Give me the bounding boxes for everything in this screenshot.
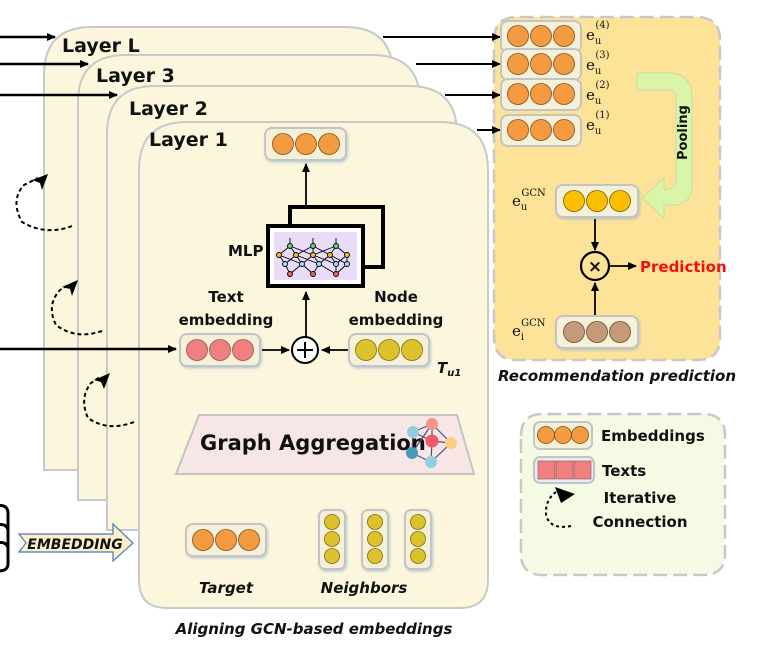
embedding-arrow-label: EMBEDDING	[27, 537, 122, 553]
user-gcn-embedding	[555, 184, 639, 218]
legend-item-iterative: Iterative Connection	[544, 487, 688, 531]
main-caption: Aligning GCN-based embeddings	[175, 620, 453, 638]
embedding-node	[215, 529, 237, 551]
graph-icon	[406, 418, 457, 468]
mlp-block	[266, 205, 385, 288]
node-embedding	[348, 333, 430, 367]
text-node	[232, 339, 254, 361]
text-embedding-label-line2: embedding	[179, 311, 274, 329]
eu1-label: eu(1)	[586, 110, 610, 137]
text-node	[186, 339, 208, 361]
eu2-label: eu(2)	[586, 80, 610, 107]
node-node	[401, 339, 423, 361]
embedding-node	[238, 529, 260, 551]
legend-item-embeddings: Embeddings	[533, 421, 705, 450]
layer-embedding	[500, 20, 582, 53]
prediction-panel-caption: Recommendation prediction	[498, 367, 736, 385]
sum-operator-icon	[291, 336, 319, 364]
legend-item-texts: Texts	[533, 456, 646, 484]
target-embedding	[185, 523, 267, 557]
node-embedding-label-line2: embedding	[349, 311, 444, 329]
eu3-label: eu(3)	[586, 50, 610, 77]
tu1-label: Tu1	[437, 359, 461, 379]
iterative-connections	[15, 174, 135, 428]
neighbor-embedding	[318, 509, 346, 570]
embedding-node	[192, 529, 214, 551]
eu4-label: eu(4)	[586, 20, 610, 47]
item-gcn-embedding	[555, 315, 639, 349]
pooling-arrow: Pooling	[636, 72, 693, 220]
layer-label-L: Layer L	[62, 35, 140, 57]
layer-embedding	[500, 78, 582, 111]
eu-gcn-label: euGCN	[512, 188, 546, 213]
prediction-label: Prediction	[640, 258, 727, 276]
graph-aggregation-label: Graph Aggregation	[200, 431, 426, 455]
neural-network-icon	[276, 238, 350, 277]
neighbor-embeddings	[318, 509, 432, 570]
layer-output-arrows	[383, 33, 501, 134]
layer1-output-embedding	[264, 127, 347, 161]
iterative-connection-icon	[83, 373, 135, 428]
layer-embedding-stack	[500, 20, 582, 147]
ei-gcn-label: eiGCN	[512, 318, 546, 343]
pooling-label: Pooling	[676, 105, 691, 160]
legend: Embeddings Texts Iterative Connection	[519, 412, 727, 577]
legend-iterative-label-line1: Iterative	[604, 489, 677, 507]
layer-card-1: Layer 1	[138, 121, 489, 609]
iterative-connection-icon	[15, 174, 73, 232]
mlp-label: MLP	[228, 242, 263, 260]
neighbor-embedding	[404, 509, 432, 570]
text-embedding	[179, 333, 261, 367]
graph-aggregation-block: Graph Aggregation	[174, 414, 476, 475]
legend-texts-label: Texts	[602, 462, 646, 480]
legend-embeddings-label: Embeddings	[601, 427, 705, 445]
layer-label-1: Layer 1	[149, 129, 228, 151]
database-icon	[0, 504, 10, 573]
iterative-connection-icon	[544, 487, 575, 528]
layer-input-arrows	[0, 33, 177, 353]
layer-label-3: Layer 3	[96, 65, 175, 87]
embedding-node	[295, 133, 317, 155]
embedding-node	[318, 133, 340, 155]
product-operator-symbol: ×	[588, 257, 602, 277]
node-node	[378, 339, 400, 361]
embedding-node	[272, 133, 294, 155]
target-label: Target	[199, 579, 254, 597]
node-node	[355, 339, 377, 361]
embedding-arrow: EMBEDDING	[17, 522, 134, 563]
neighbors-label: Neighbors	[321, 579, 408, 597]
layer-embedding-labels: eu(4) eu(3) eu(2) eu(1)	[586, 20, 610, 137]
iterative-connection-icon	[50, 280, 103, 336]
text-node	[209, 339, 231, 361]
layer-embedding	[500, 48, 582, 81]
neighbor-embedding	[361, 509, 389, 570]
node-embedding-label-line1: Node	[374, 288, 418, 306]
layer-embedding	[500, 114, 582, 147]
text-embedding-label-line1: Text	[208, 288, 243, 306]
layer-label-2: Layer 2	[129, 98, 208, 120]
legend-iterative-label-line2: Connection	[592, 513, 687, 531]
